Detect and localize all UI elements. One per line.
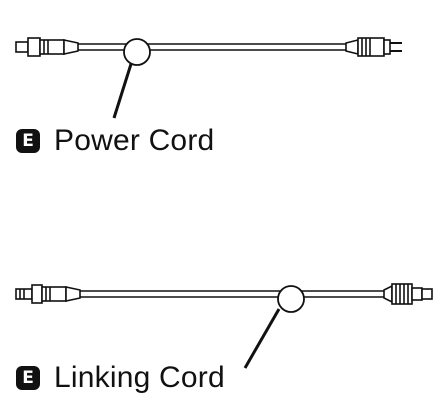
linking-cord — [15, 283, 433, 369]
power-cord — [15, 37, 402, 119]
part-letter-badge: E — [16, 366, 40, 390]
linking-cord-label: E Linking Cord — [16, 361, 225, 395]
part-letter-badge: E — [16, 129, 40, 153]
power-cord-label: E Power Cord — [16, 124, 214, 158]
part-name: Linking Cord — [54, 361, 225, 394]
part-name: Power Cord — [54, 124, 215, 157]
